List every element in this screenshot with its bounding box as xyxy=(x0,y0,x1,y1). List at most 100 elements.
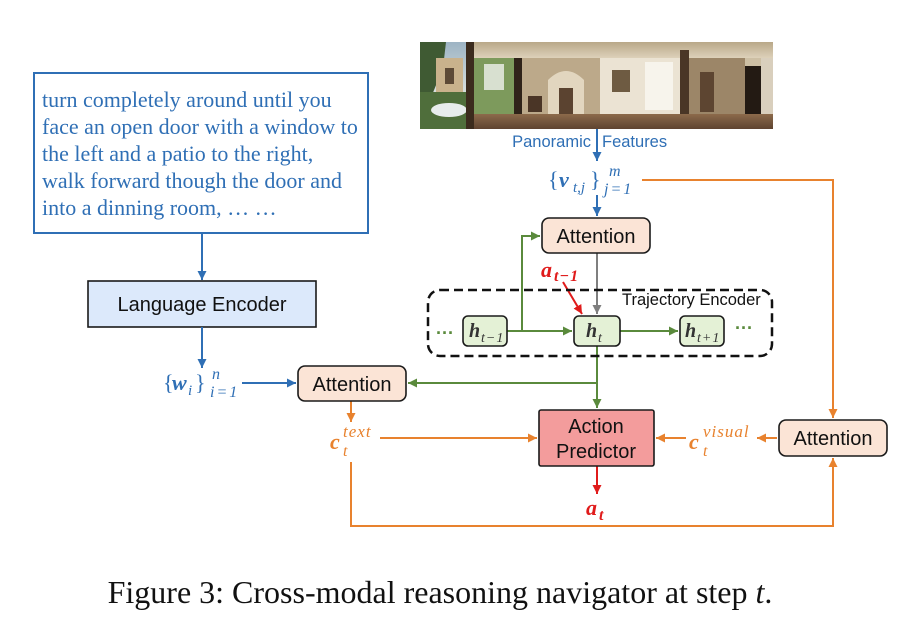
previous-action-label: a t−1 xyxy=(541,257,579,285)
attention-text-rect xyxy=(297,365,407,402)
trajectory-encoder-dashed-border xyxy=(426,288,774,358)
panorama-ceiling xyxy=(474,42,773,58)
language-encoder-label: Language Encoder xyxy=(117,294,286,316)
attention-top-label: Attention xyxy=(557,226,636,248)
panorama-tree xyxy=(420,42,446,98)
hidden-state-subscript: t+1 xyxy=(697,331,720,346)
attention-top-rect xyxy=(541,217,651,254)
trajectory-encoder: Trajectory Encoder ··· ··· h t−1 h t h t… xyxy=(426,288,774,358)
hidden-state-current-rect xyxy=(573,315,621,347)
panorama-building-window xyxy=(445,68,454,84)
text-context-label: c text t xyxy=(330,422,376,460)
instruction-line: into a dinning room, … … xyxy=(42,195,277,220)
panoramic-label: Panoramic xyxy=(512,133,591,151)
instruction-box: turn completely around until you face an… xyxy=(33,72,369,234)
language-encoder-rect xyxy=(87,280,317,328)
attention-visual-rect xyxy=(778,419,888,457)
hidden-state-symbol: h xyxy=(586,320,597,342)
attention-text-label: Attention xyxy=(313,374,392,396)
action-label: a t xyxy=(586,495,604,524)
arrow-visual-features-to-visual-attention xyxy=(642,179,838,418)
panorama-door-frame xyxy=(514,42,522,129)
action-predictor-rect xyxy=(538,409,655,467)
hidden-state-next-rect xyxy=(679,315,725,347)
text-context-superscript: text xyxy=(343,422,372,441)
brace-open: { xyxy=(548,167,559,192)
attention-top-box: Attention xyxy=(541,217,651,254)
panorama-door-frame xyxy=(680,50,689,129)
text-context-subscript: t xyxy=(343,443,348,460)
panorama-dark-doorway xyxy=(745,66,761,114)
hidden-state-prev-rect xyxy=(462,315,508,347)
instruction-line: walk forward though the door and xyxy=(42,168,342,193)
attention-text-box: Attention xyxy=(297,365,407,402)
previous-action-subscript: t−1 xyxy=(554,268,579,285)
visual-context-superscript: visual xyxy=(703,422,750,441)
hidden-state-symbol: h xyxy=(685,320,696,342)
visual-feature-lower-limit: j=1 xyxy=(602,181,633,198)
arrow-text-context-to-visual-attention xyxy=(350,458,838,527)
attention-visual-label: Attention xyxy=(794,428,873,450)
brace-close: } xyxy=(590,167,601,192)
caption-text: Figure 3: Cross-modal reasoning navigato… xyxy=(108,574,756,610)
hidden-state-prev-label: h t−1 xyxy=(469,320,504,346)
text-context-symbol: c xyxy=(330,429,340,454)
hidden-state-next: h t+1 xyxy=(679,315,725,347)
word-features-label: { w i } n i=1 xyxy=(163,366,239,401)
action-subscript: t xyxy=(599,507,604,524)
panorama-floor xyxy=(474,114,773,129)
attention-visual-box: Attention xyxy=(778,419,888,457)
action-predictor-label-line2: Predictor xyxy=(556,441,636,463)
word-feature-upper-limit: n xyxy=(212,366,220,383)
visual-feature-symbol: v xyxy=(559,167,569,192)
hidden-state-symbol: h xyxy=(469,320,480,342)
ellipsis-before: ··· xyxy=(436,323,454,343)
action-predictor-label-line1: Action xyxy=(568,416,624,438)
panorama-window-light xyxy=(645,62,673,110)
panorama-painting xyxy=(612,70,630,92)
word-feature-symbol: w xyxy=(172,370,187,395)
figure-caption: Figure 3: Cross-modal reasoning navigato… xyxy=(108,574,773,610)
instruction-box-border xyxy=(33,72,369,234)
word-feature-subscript: i xyxy=(188,383,192,399)
hidden-state-current-label: h t xyxy=(586,320,603,346)
instruction-line: the left and a patio to the right, xyxy=(42,141,313,166)
panorama-door-frame xyxy=(466,42,474,129)
brace-open: { xyxy=(163,370,174,395)
action-symbol: a xyxy=(586,495,597,520)
visual-feature-upper-limit: m xyxy=(609,163,621,180)
panorama-image xyxy=(420,42,773,129)
visual-features-label: { v t,j } m j=1 xyxy=(548,163,633,198)
caption-variable: t xyxy=(755,574,765,610)
arrow-previous-action-to-h-t xyxy=(562,281,583,315)
language-encoder-box: Language Encoder xyxy=(87,280,317,328)
hidden-state-subscript: t xyxy=(598,331,603,346)
panorama-far-door xyxy=(559,88,573,114)
panorama-right-wall xyxy=(761,58,773,114)
action-predictor-box: Action Predictor xyxy=(538,409,655,467)
features-label: Features xyxy=(602,133,667,151)
word-feature-lower-limit: i=1 xyxy=(210,384,239,401)
visual-context-label: c visual t xyxy=(689,422,754,460)
panorama-chair xyxy=(528,96,542,112)
hidden-state-prev: h t−1 xyxy=(462,315,508,347)
panorama-corridor xyxy=(689,58,745,114)
hidden-state-subscript: t−1 xyxy=(481,331,504,346)
panorama-outside-light xyxy=(484,64,504,90)
hidden-state-current: h t xyxy=(573,315,621,347)
caption-period: . xyxy=(764,574,772,610)
instruction-line: face an open door with a window to xyxy=(42,114,358,139)
previous-action-symbol: a xyxy=(541,257,552,282)
brace-close: } xyxy=(195,370,206,395)
panorama-corridor-door xyxy=(700,72,714,112)
panorama-patio xyxy=(431,103,467,117)
visual-context-subscript: t xyxy=(703,443,708,460)
visual-context-symbol: c xyxy=(689,429,699,454)
visual-feature-subscript: t,j xyxy=(573,180,585,196)
instruction-line: turn completely around until you xyxy=(42,87,332,112)
ellipsis-after: ··· xyxy=(735,318,753,338)
arrow-trajectory-to-top-attention xyxy=(521,231,540,331)
trajectory-encoder-label: Trajectory Encoder xyxy=(622,291,761,309)
